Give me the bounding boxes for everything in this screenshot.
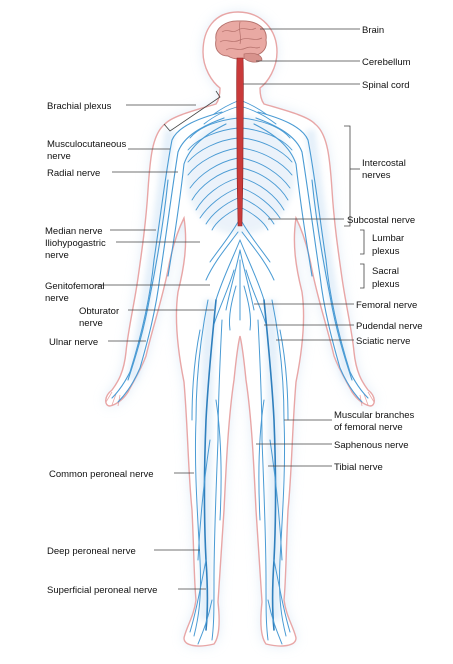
label-common-peroneal-nerve: Common peroneal nerve bbox=[49, 469, 154, 480]
label-median-nerve: Median nerve bbox=[45, 226, 103, 237]
label-femoral-nerve: Femoral nerve bbox=[356, 300, 417, 311]
nerve-network bbox=[111, 99, 369, 645]
label-iliohypogastric-line2: nerve bbox=[45, 250, 69, 261]
spinal-cord bbox=[236, 57, 244, 227]
label-tibial-nerve: Tibial nerve bbox=[334, 462, 383, 473]
label-saphenous-nerve: Saphenous nerve bbox=[334, 440, 408, 451]
body-fill bbox=[105, 11, 375, 647]
label-cerebellum: Cerebellum bbox=[362, 57, 411, 68]
label-genitofemoral-line2: nerve bbox=[45, 293, 69, 304]
label-obturator-line1: Obturator bbox=[79, 306, 119, 317]
label-sacral-line1: Sacral bbox=[372, 266, 399, 277]
label-lumbar-line2: plexus bbox=[372, 246, 400, 257]
label-genitofemoral-line1: Genitofemoral bbox=[45, 281, 105, 292]
label-sacral-line2: plexus bbox=[372, 279, 400, 290]
label-pudendal-nerve: Pudendal nerve bbox=[356, 321, 423, 332]
leader-lines bbox=[96, 28, 365, 590]
label-intercostal-line1: Intercostal bbox=[362, 158, 406, 169]
label-brain: Brain bbox=[362, 25, 384, 36]
label-musculocutaneous-line1: Musculocutaneous bbox=[47, 139, 126, 150]
label-superficial-peroneal-nerve: Superficial peroneal nerve bbox=[47, 585, 157, 596]
cerebellum-shape bbox=[243, 52, 263, 63]
label-intercostal-line2: nerves bbox=[362, 170, 391, 181]
label-muscular-branches-line1: Muscular branches bbox=[334, 410, 415, 421]
label-spinal-cord: Spinal cord bbox=[362, 80, 410, 91]
labels: Brain Cerebellum Spinal cord Brachial pl… bbox=[45, 25, 423, 596]
brain bbox=[215, 20, 267, 63]
label-sciatic-nerve: Sciatic nerve bbox=[356, 336, 410, 347]
label-musculocutaneous-line2: nerve bbox=[47, 151, 71, 162]
label-lumbar-line1: Lumbar bbox=[372, 233, 404, 244]
label-subcostal-nerve: Subcostal nerve bbox=[347, 215, 415, 226]
label-ulnar-nerve: Ulnar nerve bbox=[49, 337, 98, 348]
label-iliohypogastric-line1: Iliohypogastric bbox=[45, 238, 106, 249]
label-muscular-branches-line2: of femoral nerve bbox=[334, 422, 403, 433]
label-radial-nerve: Radial nerve bbox=[47, 168, 100, 179]
label-obturator-line2: nerve bbox=[79, 318, 103, 329]
label-brachial-plexus: Brachial plexus bbox=[47, 101, 112, 112]
label-deep-peroneal-nerve: Deep peroneal nerve bbox=[47, 546, 136, 557]
